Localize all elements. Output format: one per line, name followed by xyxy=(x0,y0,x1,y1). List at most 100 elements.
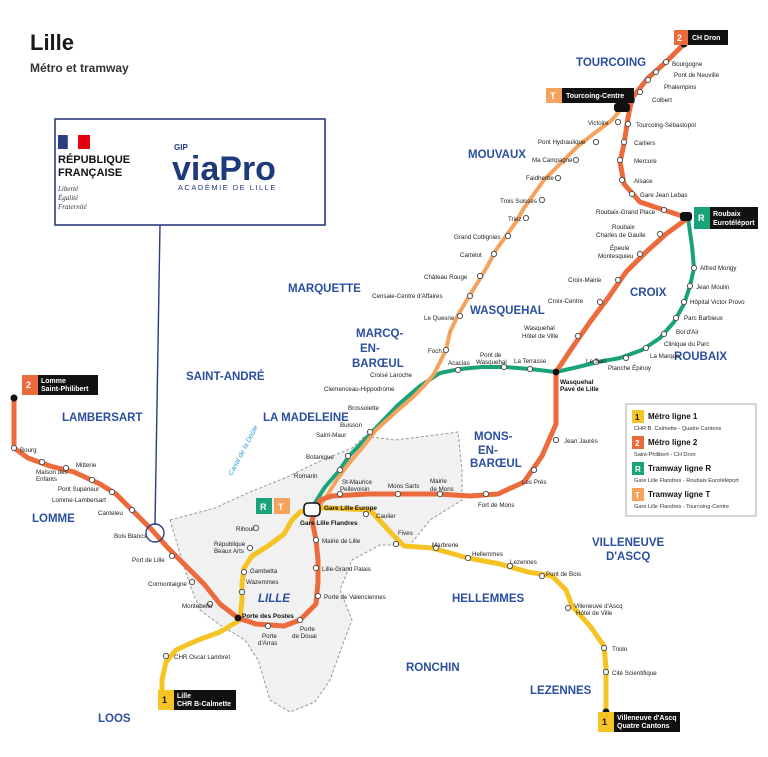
svg-text:de Mons: de Mons xyxy=(430,486,454,493)
svg-text:Eurotéléport: Eurotéléport xyxy=(713,220,755,227)
svg-text:Saint-Philibert: Saint-Philibert xyxy=(41,386,89,393)
svg-text:MOUVAUX: MOUVAUX xyxy=(468,149,526,161)
svg-text:LOOS: LOOS xyxy=(98,713,131,725)
svg-text:Mercure: Mercure xyxy=(634,158,657,165)
svg-text:R: R xyxy=(260,502,267,512)
svg-text:Acacias: Acacias xyxy=(448,360,470,367)
page-title: Lille xyxy=(30,30,74,55)
svg-text:Pont Supérieur: Pont Supérieur xyxy=(58,486,99,493)
svg-text:ACADÉMIE DE LILLE: ACADÉMIE DE LILLE xyxy=(178,183,277,192)
svg-text:Hellemmes: Hellemmes xyxy=(472,551,503,558)
svg-text:Porte de Valenciennes: Porte de Valenciennes xyxy=(324,594,386,601)
svg-text:CHR B. Calmette - Quatre Canto: CHR B. Calmette - Quatre Cantons xyxy=(634,426,722,432)
viapro-logo: GIP viaPro ACADÉMIE DE LILLE xyxy=(172,143,277,192)
svg-text:Roubaix: Roubaix xyxy=(713,211,741,218)
svg-text:ROUBAIX: ROUBAIX xyxy=(674,351,727,363)
svg-text:Brossolette: Brossolette xyxy=(348,405,380,412)
terminal-quatre-cantons: 1 Villeneuve d'Ascq Quatre Cantons xyxy=(598,712,680,732)
svg-text:Château Rouge: Château Rouge xyxy=(424,274,468,281)
svg-text:Gare Lille Europe: Gare Lille Europe xyxy=(324,505,377,512)
svg-text:Bourg: Bourg xyxy=(20,447,37,454)
svg-text:1: 1 xyxy=(602,717,607,727)
svg-text:Carliers: Carliers xyxy=(634,140,655,147)
svg-text:Wasquehal: Wasquehal xyxy=(560,379,594,386)
metro-line-2 xyxy=(11,41,691,629)
svg-text:Montesquieu: Montesquieu xyxy=(598,253,634,260)
svg-text:Croix-Mairie: Croix-Mairie xyxy=(568,277,602,284)
svg-text:FRANÇAISE: FRANÇAISE xyxy=(58,167,122,179)
svg-text:Lezennes: Lezennes xyxy=(510,559,537,566)
svg-text:Pont de Bois: Pont de Bois xyxy=(546,571,581,578)
svg-text:Cormontaigne: Cormontaigne xyxy=(148,581,187,588)
svg-text:CROIX: CROIX xyxy=(630,287,667,299)
svg-text:LILLE: LILLE xyxy=(258,593,290,605)
svg-text:TOURCOING: TOURCOING xyxy=(576,57,646,69)
svg-text:VILLENEUVE: VILLENEUVE xyxy=(592,537,665,549)
svg-text:République: République xyxy=(214,541,246,548)
svg-text:HELLEMMES: HELLEMMES xyxy=(452,593,525,605)
svg-text:Port de Lille: Port de Lille xyxy=(132,557,165,564)
svg-text:MARQUETTE: MARQUETTE xyxy=(288,283,361,295)
svg-text:BARŒUL: BARŒUL xyxy=(470,458,522,470)
svg-text:Pavé de Lille: Pavé de Lille xyxy=(560,386,599,393)
svg-text:Quatre Cantons: Quatre Cantons xyxy=(617,723,670,730)
svg-text:Buisson: Buisson xyxy=(340,422,363,429)
svg-text:Hôpital Victor Provo: Hôpital Victor Provo xyxy=(690,299,745,306)
svg-text:CHR Oscar Lambret: CHR Oscar Lambret xyxy=(174,654,230,661)
station-stops xyxy=(10,58,698,676)
svg-text:Métro ligne 1: Métro ligne 1 xyxy=(648,412,698,421)
svg-text:Fives: Fives xyxy=(398,530,413,537)
svg-text:R: R xyxy=(698,213,705,223)
svg-text:Bol d'Air: Bol d'Air xyxy=(676,329,699,336)
svg-text:Villeneuve d'Ascq: Villeneuve d'Ascq xyxy=(574,603,623,610)
rt-badges: R T xyxy=(256,498,290,514)
svg-text:Rihour: Rihour xyxy=(236,526,254,533)
legend-badge-metro2 xyxy=(632,436,644,449)
svg-text:St-Maurice: St-Maurice xyxy=(342,479,372,486)
svg-text:Cartelot: Cartelot xyxy=(460,252,482,259)
svg-text:Parc Barbieux: Parc Barbieux xyxy=(684,315,724,322)
svg-text:Montebello: Montebello xyxy=(182,603,213,610)
svg-text:RÉPUBLIQUE: RÉPUBLIQUE xyxy=(58,153,130,166)
svg-text:RONCHIN: RONCHIN xyxy=(406,662,460,674)
svg-text:Fraternité: Fraternité xyxy=(57,203,88,211)
svg-text:Tramway ligne T: Tramway ligne T xyxy=(648,490,710,499)
svg-text:Épeule: Épeule xyxy=(610,245,630,252)
svg-text:Enfants: Enfants xyxy=(36,476,57,483)
svg-text:Porte: Porte xyxy=(262,633,277,640)
svg-text:Gare Jean Lebas: Gare Jean Lebas xyxy=(640,192,687,199)
terminal-ch-dron: 2 CH Dron xyxy=(674,30,728,45)
svg-text:Le Quesne: Le Quesne xyxy=(424,315,455,322)
svg-text:Porte des Postes: Porte des Postes xyxy=(242,613,294,620)
svg-text:Jean Jaurès: Jean Jaurès xyxy=(564,438,598,445)
svg-text:2: 2 xyxy=(635,439,640,448)
logo-pointer-circle xyxy=(145,523,165,543)
svg-text:Tourcoing-Centre: Tourcoing-Centre xyxy=(566,93,624,100)
svg-text:Pont de Neuville: Pont de Neuville xyxy=(674,72,720,79)
svg-text:Mons Sarts: Mons Sarts xyxy=(388,483,419,490)
svg-text:Trois Suisses: Trois Suisses xyxy=(500,198,537,205)
commune-labels: TOURCOING MOUVAUX MARQUETTE WASQUEHAL CR… xyxy=(32,57,727,725)
svg-text:Pont Hydraulique: Pont Hydraulique xyxy=(538,139,586,146)
svg-text:Colbert: Colbert xyxy=(652,97,672,104)
svg-text:T: T xyxy=(278,502,284,512)
svg-text:Métro ligne 2: Métro ligne 2 xyxy=(648,438,698,447)
svg-text:Tourcoing-Sébastopol: Tourcoing-Sébastopol xyxy=(636,122,696,129)
marianne-logo: RÉPUBLIQUE FRANÇAISE Liberté Égalité Fra… xyxy=(57,134,130,211)
svg-text:Roubaix: Roubaix xyxy=(612,224,636,231)
svg-text:T: T xyxy=(550,91,556,101)
svg-text:Gambetta: Gambetta xyxy=(250,568,278,575)
svg-text:Caulier: Caulier xyxy=(376,513,396,520)
logo-pointer-line xyxy=(154,224,161,526)
svg-text:T: T xyxy=(635,491,640,500)
legend-badge-tram-t xyxy=(632,488,644,501)
svg-text:Clinique du Parc: Clinique du Parc xyxy=(664,341,709,348)
svg-text:WASQUEHAL: WASQUEHAL xyxy=(470,305,545,317)
svg-text:Villeneuve d'Ascq: Villeneuve d'Ascq xyxy=(617,715,677,722)
svg-text:Wasquehal: Wasquehal xyxy=(524,325,555,332)
svg-text:Wazemmes: Wazemmes xyxy=(246,579,278,586)
svg-text:MONS-: MONS- xyxy=(474,431,513,443)
svg-text:BARŒUL: BARŒUL xyxy=(352,358,404,370)
svg-text:Triolo: Triolo xyxy=(612,646,628,653)
